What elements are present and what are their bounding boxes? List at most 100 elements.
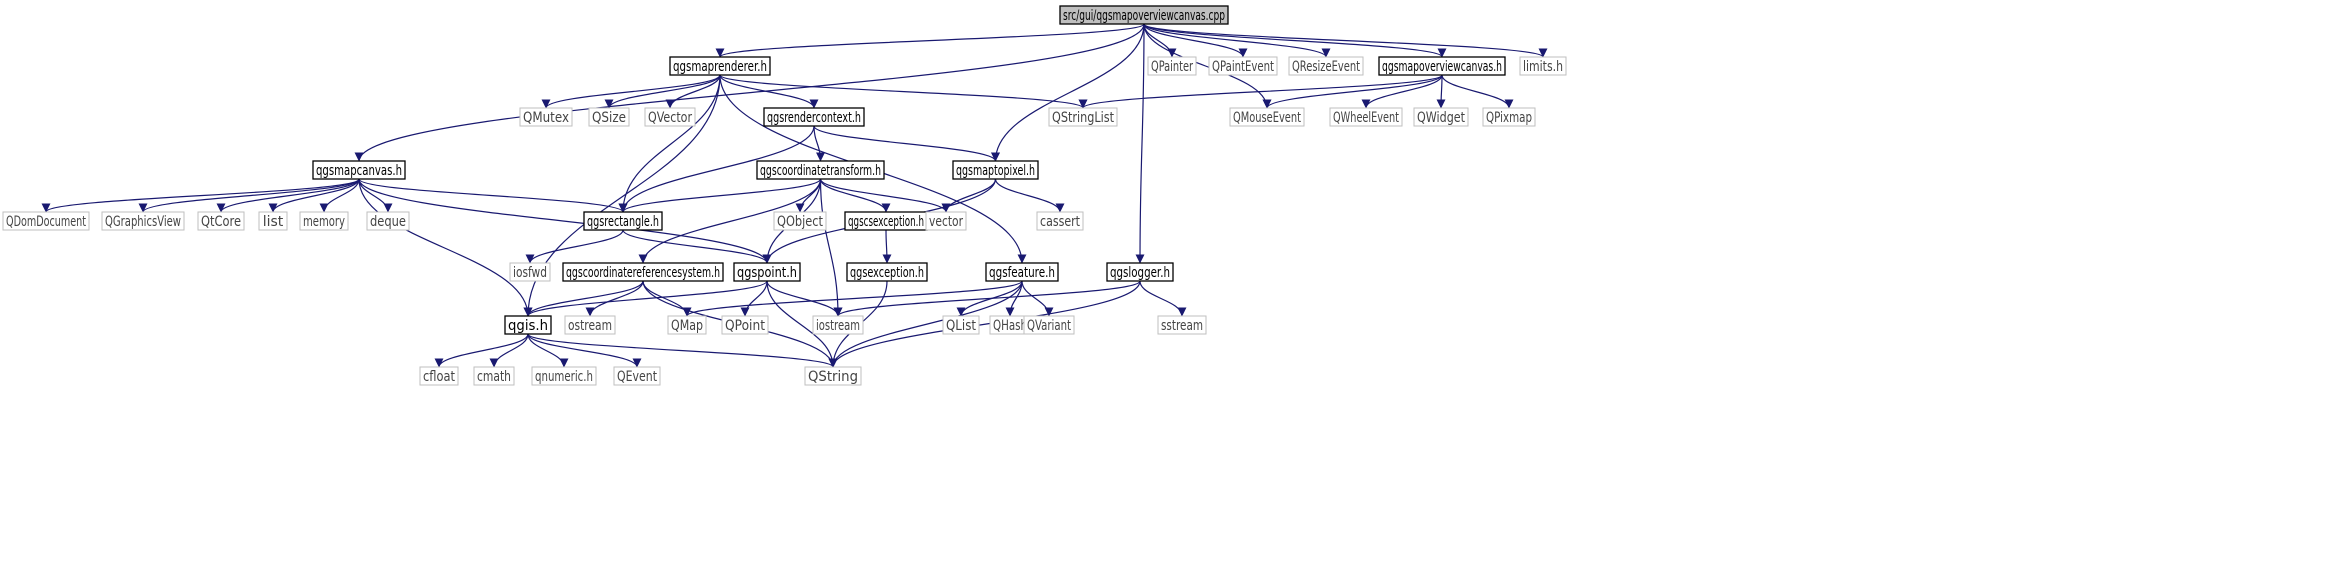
node-label-QPainter: QPainter [1151, 59, 1193, 75]
node-qgslogger[interactable]: qgslogger.h [1106, 262, 1174, 282]
node-qgspoint[interactable]: qgspoint.h [733, 262, 801, 282]
node-box-QString [804, 366, 862, 386]
node-box-QWidget [1413, 107, 1469, 127]
node-QMap: QMap [667, 315, 707, 335]
node-box-QDomDocument [2, 211, 90, 231]
edge-qgis-to-qnumeric [527, 333, 569, 368]
node-label-QPoint: QPoint [725, 318, 765, 334]
node-vector: vector [925, 211, 967, 231]
edge-qgscoordinatereferencesystem-to-ostream [585, 280, 644, 317]
node-memory: memory [299, 211, 349, 231]
node-label-qgscoordinatetransform: qgscoordinatetransform.h [760, 163, 881, 179]
node-label-QVariant: QVariant [1027, 318, 1071, 334]
node-label-QObject: QObject [777, 214, 823, 230]
node-deque: deque [366, 211, 410, 231]
node-box-QVector [644, 107, 696, 127]
node-box-qgsrectangle [583, 211, 663, 231]
node-qgscoordinatetransform[interactable]: qgscoordinatetransform.h [756, 160, 885, 180]
node-box-qgsexception [846, 262, 928, 282]
node-qgsmaptopixel[interactable]: qgsmaptopixel.h [952, 160, 1039, 180]
edge-qgsmaptopixel-to-vector [941, 178, 997, 213]
edge-qgscoordinatetransform-to-iostream [819, 178, 843, 317]
node-box-cassert [1036, 211, 1084, 231]
edge-qgslogger-to-sstream [1139, 280, 1187, 317]
node-box-QMouseEvent [1229, 107, 1305, 127]
node-box-QObject [773, 211, 827, 231]
node-QMouseEvent: QMouseEvent [1229, 107, 1305, 127]
edge-qgsrendercontext-to-qgsrectangle [618, 125, 815, 213]
edge-qgsmaprenderer-to-QSize [604, 74, 721, 109]
edge-root-to-qgsmaptopixel [991, 23, 1145, 162]
node-qgsmapoverviewcanvas_h[interactable]: qgsmapoverviewcanvas.h [1378, 56, 1506, 76]
edge-qgsmapcanvas-to-QGraphicsView [138, 178, 360, 213]
node-QWidget: QWidget [1413, 107, 1469, 127]
node-label-QEvent: QEvent [617, 369, 657, 385]
node-label-ostream: ostream [568, 318, 612, 334]
edge-qgis-to-QString [527, 333, 838, 368]
node-box-vector [925, 211, 967, 231]
edge-qgsfeature-to-QVariant [1021, 280, 1054, 317]
node-qgsmaprenderer[interactable]: qgsmaprenderer.h [669, 56, 771, 76]
node-label-qgspoint: qgspoint.h [737, 265, 797, 281]
node-box-qgspoint [733, 262, 801, 282]
node-label-QPaintEvent: QPaintEvent [1212, 59, 1274, 75]
edge-qgscsexception-to-qgsexception [882, 229, 892, 264]
node-QString: QString [804, 366, 862, 386]
edge-root-to-qgsmapoverviewcanvas_h [1143, 23, 1447, 58]
node-QVariant: QVariant [1023, 315, 1075, 335]
edge-root-to-limits [1143, 23, 1548, 58]
node-QMutex: QMutex [519, 107, 573, 127]
node-qgsmapcanvas[interactable]: qgsmapcanvas.h [312, 160, 406, 180]
node-box-qgslogger [1106, 262, 1174, 282]
node-label-QPixmap: QPixmap [1486, 110, 1532, 126]
node-qgsrendercontext[interactable]: qgsrendercontext.h [763, 107, 865, 127]
node-box-QEvent [613, 366, 661, 386]
node-box-QResizeEvent [1288, 56, 1364, 76]
node-box-QGraphicsView [101, 211, 185, 231]
node-QPainter: QPainter [1147, 56, 1197, 76]
edge-qgsmapoverviewcanvas_h-to-QMouseEvent [1262, 74, 1443, 109]
edge-qgsmaprenderer-to-QMutex [541, 74, 721, 109]
node-label-root: src/gui/qgsmapoverviewcanvas.cpp [1063, 8, 1225, 24]
node-box-QPaintEvent [1208, 56, 1278, 76]
node-qgsexception[interactable]: qgsexception.h [846, 262, 928, 282]
edge-qgsfeature-to-QString [828, 280, 1023, 368]
node-qgscoordinatereferencesystem[interactable]: qgscoordinatereferencesystem.h [562, 262, 724, 282]
edge-qgsmaprenderer-to-qgsrendercontext [719, 74, 819, 109]
edge-qgis-to-cmath [489, 333, 529, 368]
node-root[interactable]: src/gui/qgsmapoverviewcanvas.cpp [1059, 5, 1229, 25]
node-box-memory [299, 211, 349, 231]
edge-qgscoordinatetransform-to-QObject [795, 178, 822, 213]
node-label-qgscoordinatereferencesystem: qgscoordinatereferencesystem.h [566, 265, 720, 281]
node-label-cmath: cmath [477, 369, 511, 385]
node-box-qgsrendercontext [763, 107, 865, 127]
node-qgsrectangle[interactable]: qgsrectangle.h [583, 211, 663, 231]
node-qgsfeature[interactable]: qgsfeature.h [985, 262, 1059, 282]
node-box-iosfwd [509, 262, 551, 282]
node-label-QResizeEvent: QResizeEvent [1292, 59, 1360, 75]
edge-qgsrendercontext-to-qgscoordinatetransform [813, 125, 825, 162]
node-box-qgsfeature [985, 262, 1059, 282]
node-QResizeEvent: QResizeEvent [1288, 56, 1364, 76]
edge-qgsmapoverviewcanvas_h-to-QStringList [1078, 74, 1443, 109]
node-box-QPainter [1147, 56, 1197, 76]
node-qnumeric: qnumeric.h [531, 366, 597, 386]
node-QStringList: QStringList [1048, 107, 1118, 127]
node-box-sstream [1157, 315, 1207, 335]
node-box-qgsmapcanvas [312, 160, 406, 180]
node-label-QList: QList [946, 318, 976, 334]
edge-qgsmaptopixel-to-cassert [994, 178, 1065, 213]
node-qgscsexception[interactable]: qgscsexception.h [844, 211, 928, 231]
edge-qgslogger-to-QString [828, 280, 1141, 368]
edge-root-to-qgsmapcanvas [354, 23, 1145, 162]
edge-qgspoint-to-qgis [523, 280, 768, 317]
node-box-QSize [588, 107, 630, 127]
edge-root-to-QMouseEvent [1143, 23, 1272, 109]
node-ostream: ostream [564, 315, 616, 335]
node-box-QPixmap [1482, 107, 1536, 127]
node-label-iostream: iostream [816, 318, 860, 334]
node-qgis[interactable]: qgis.h [504, 315, 552, 335]
node-label-QSize: QSize [592, 110, 626, 126]
node-label-QWidget: QWidget [1417, 110, 1465, 126]
node-label-QMutex: QMutex [523, 110, 569, 126]
